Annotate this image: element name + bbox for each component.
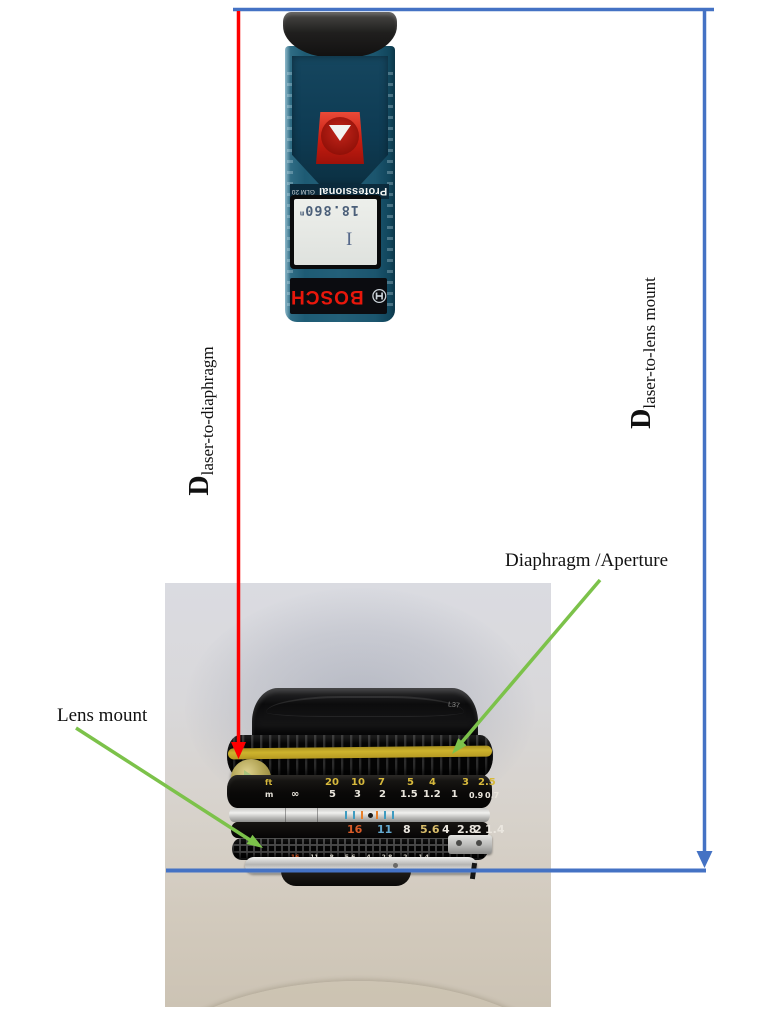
lens-rear-barrel bbox=[281, 871, 411, 886]
device-rubber-cap bbox=[283, 12, 397, 58]
lens-distance-scale: ft m 20 10 7 5 4 3 2.5 ∞ 5 3 2 1.5 bbox=[227, 775, 499, 808]
aperture-value: 1.4 bbox=[485, 823, 505, 836]
aperture-value: 2.8 bbox=[457, 823, 477, 836]
reference-cursor: I bbox=[346, 229, 353, 250]
model-label: GLM 20 bbox=[291, 188, 315, 195]
brand-name: BOSCH bbox=[290, 286, 364, 307]
label-diaphragm-aperture: Diaphragm /Aperture bbox=[505, 550, 669, 571]
m-label: m bbox=[265, 790, 274, 799]
scale-value: 1.2 bbox=[423, 789, 441, 800]
laser-distance-meter: Professional GLM 20 18.860m I BOSCH bbox=[283, 12, 397, 322]
distance-subscript: laser-to-lens mount bbox=[640, 277, 659, 409]
scale-value: 20 bbox=[325, 777, 339, 788]
scale-value: 0.9 bbox=[469, 791, 484, 800]
brand-bar: BOSCH bbox=[290, 278, 387, 314]
scale-value: 3 bbox=[462, 777, 469, 788]
device-display: 18.860m I bbox=[290, 195, 381, 269]
scale-value: 5 bbox=[329, 789, 336, 800]
lens-front-barrel: L37 bbox=[252, 688, 478, 742]
aperture-value: 11 bbox=[377, 823, 393, 836]
distance-symbol: D bbox=[626, 408, 657, 429]
lens-aperture-scale: 16 11 8 5.6 4 2.8 2 1.4 bbox=[231, 822, 505, 838]
distance-unit: m bbox=[300, 209, 305, 218]
ft-label: ft bbox=[265, 778, 273, 787]
measure-button-triangle-icon bbox=[329, 125, 351, 141]
scale-value: 2.5 bbox=[478, 777, 496, 788]
lens-aperture-lever bbox=[469, 862, 478, 880]
aperture-value: 16 bbox=[347, 823, 363, 836]
distance-symbol: D bbox=[184, 475, 215, 496]
aperture-value: 8 bbox=[403, 823, 411, 836]
aperture-value: 4 bbox=[442, 823, 450, 836]
scale-value: 1.5 bbox=[400, 789, 418, 800]
lens-photo: L37 ft m 20 10 7 5 4 3 2.5 ∞ 5 bbox=[165, 583, 551, 1007]
device-grip-rib bbox=[387, 72, 393, 306]
lens-dof-ring bbox=[229, 808, 490, 822]
lens-filter-rim bbox=[266, 696, 464, 717]
scale-value: 10 bbox=[351, 777, 365, 788]
scale-value: 2 bbox=[379, 789, 386, 800]
scale-value: 7 bbox=[378, 777, 385, 788]
lens-aperture-ring bbox=[232, 838, 488, 860]
device-lcd: 18.860m I bbox=[294, 199, 377, 265]
scale-value: 4 bbox=[429, 777, 436, 788]
label-lens-mount: Lens mount bbox=[57, 705, 148, 726]
scale-value: 3 bbox=[354, 789, 361, 800]
laser-to-lens-mount-arrowhead bbox=[696, 851, 713, 868]
measured-distance-readout: 18.860m bbox=[300, 202, 359, 218]
lens-filter-marking: L37 bbox=[447, 701, 461, 710]
distance-value: 18.860 bbox=[304, 202, 359, 218]
distance-subscript: laser-to-diaphragm bbox=[198, 346, 217, 476]
aperture-value: 2 bbox=[474, 823, 482, 836]
bosch-logo-icon bbox=[372, 288, 387, 304]
scale-value: ∞ bbox=[291, 789, 300, 800]
lens-meter-coupling-prong bbox=[448, 835, 492, 854]
measure-button[interactable] bbox=[316, 112, 364, 164]
scale-value: 0.7 bbox=[485, 791, 500, 800]
scale-value: 1 bbox=[451, 789, 458, 800]
aperture-value: 5.6 bbox=[420, 823, 440, 836]
photo-surface-edge bbox=[165, 981, 551, 1007]
scale-value: 5 bbox=[407, 777, 414, 788]
